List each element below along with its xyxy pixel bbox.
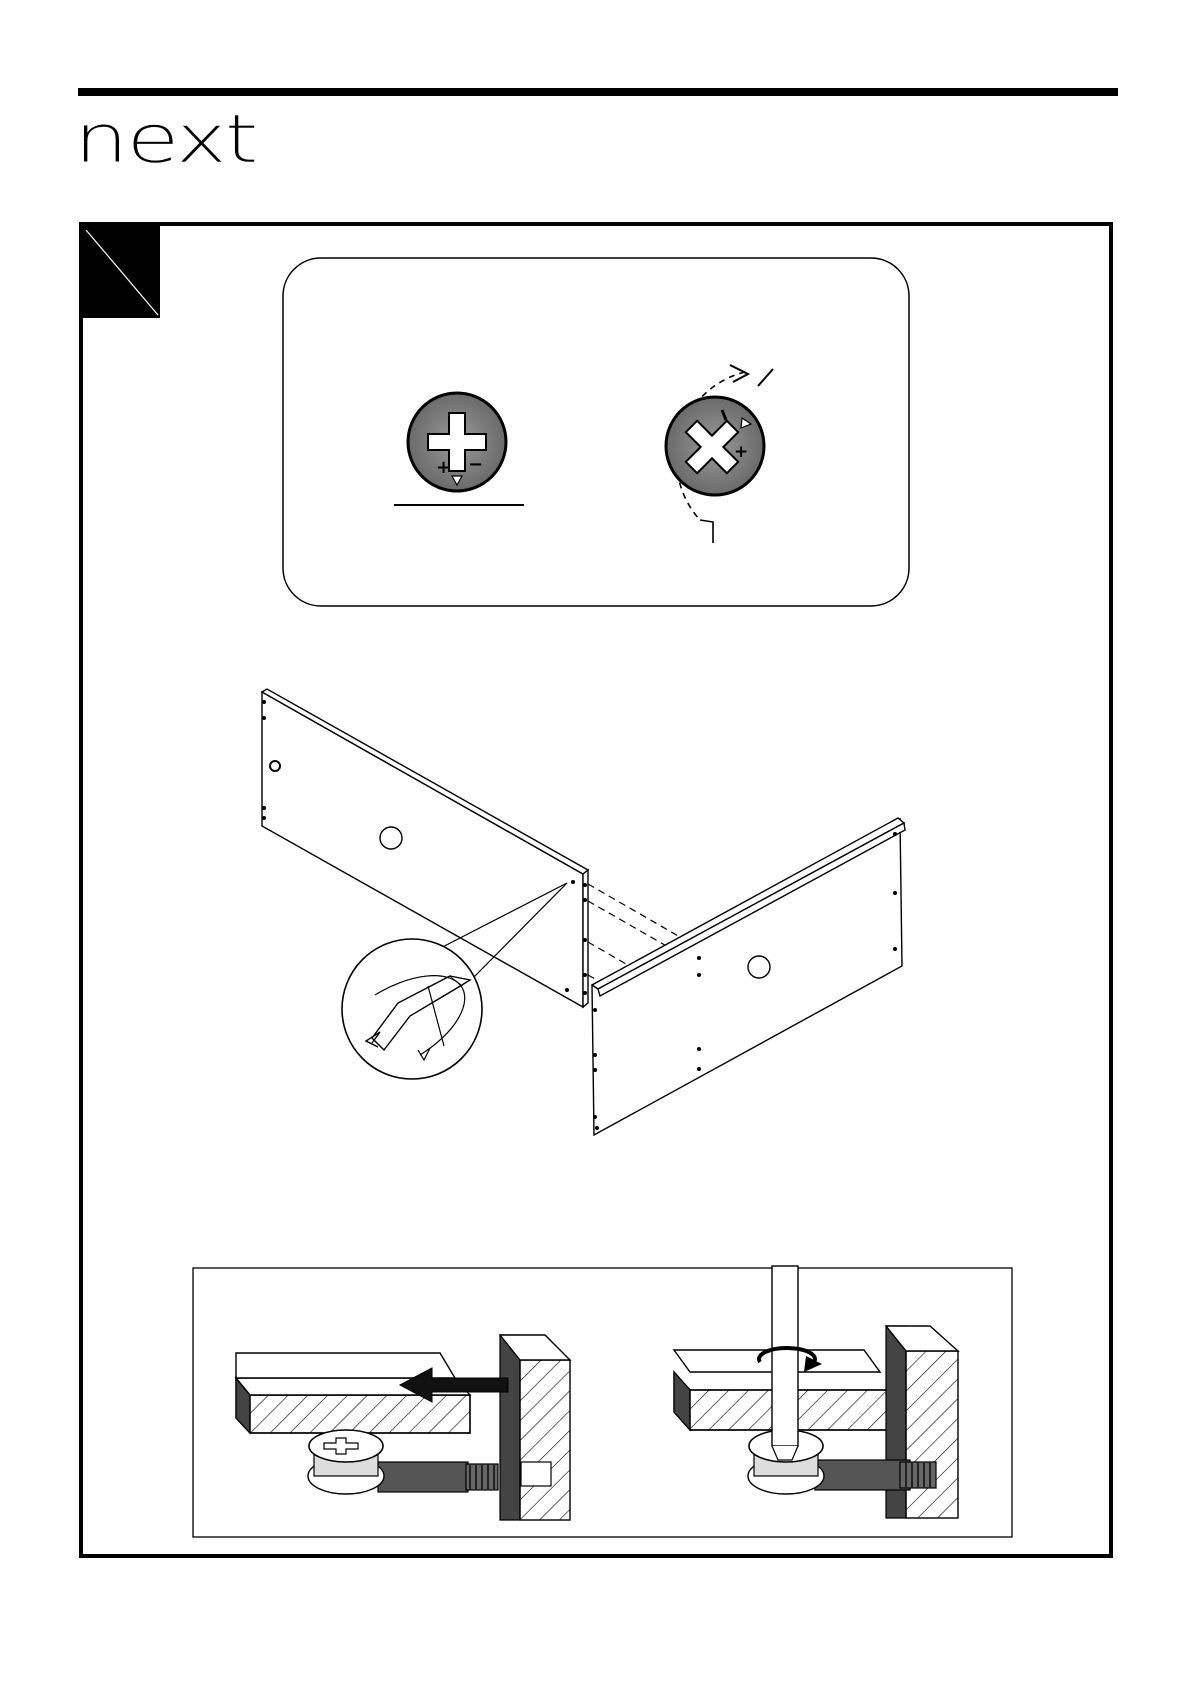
svg-text:−: − <box>468 454 483 475</box>
cam-rotate-icon: + <box>666 365 773 543</box>
svg-text:+: + <box>436 457 451 478</box>
panel-hole <box>380 827 402 849</box>
cam-tighten-diagram <box>674 1266 958 1518</box>
cam-unlocked-icon: + − <box>394 393 524 505</box>
cam-insert-diagram <box>236 1335 570 1520</box>
cam-orientation-panel: + − + <box>283 258 909 606</box>
svg-text:+: + <box>734 442 748 462</box>
panel-assembly <box>262 689 905 1135</box>
panel-hole <box>748 956 770 978</box>
right-panel <box>592 818 905 1135</box>
cam-fitting <box>270 761 280 771</box>
step-number-badge <box>83 226 160 318</box>
cam-lock-section-panel <box>193 1266 1012 1537</box>
